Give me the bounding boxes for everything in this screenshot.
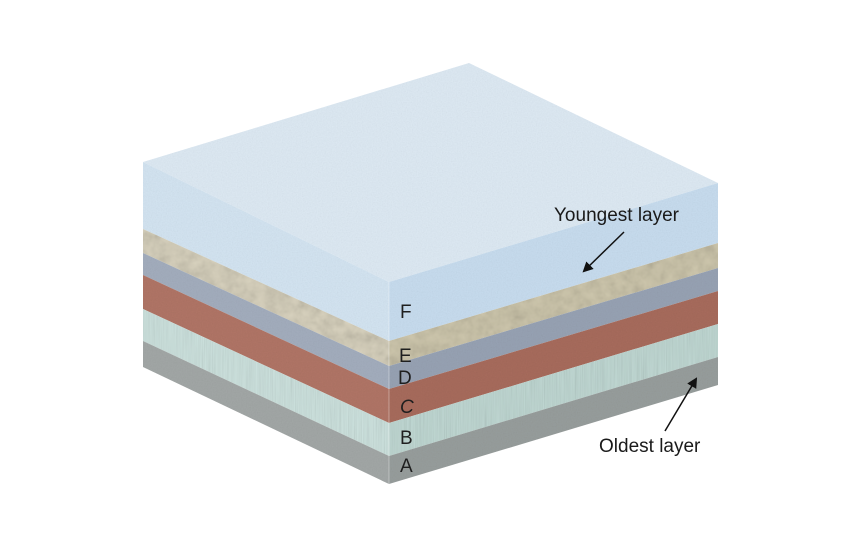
layer-label-f: F: [400, 302, 412, 323]
layer-a-side-face: [389, 357, 718, 484]
layer-c-side-face: [389, 291, 718, 423]
layer-c-front-face: [143, 275, 389, 423]
oldest-layer-arrow: [664, 377, 698, 432]
youngest-layer-arrow: [582, 231, 625, 273]
layer-d-side-face: [389, 268, 718, 389]
layer-f-side-face: [389, 183, 718, 341]
layer-b-front-face: [143, 309, 389, 456]
layer-d-front-face: [143, 253, 389, 389]
layer-label-b: B: [400, 428, 413, 449]
layer-b-side-face: [389, 324, 718, 456]
layer-label-c: C: [400, 397, 414, 418]
layer-e-side-face: [389, 243, 718, 366]
layer-label-a: A: [400, 456, 413, 477]
layer-a-front-face: [143, 341, 389, 484]
layer-f-front-face: [143, 162, 389, 341]
layer-label-e: E: [399, 346, 412, 367]
layer-f-top-face: [143, 63, 718, 282]
oldest-layer-callout: Oldest layer: [599, 436, 701, 457]
layer-e-front-face: [143, 229, 389, 366]
youngest-layer-callout: Youngest layer: [554, 205, 680, 226]
layer-label-d: D: [398, 368, 412, 389]
